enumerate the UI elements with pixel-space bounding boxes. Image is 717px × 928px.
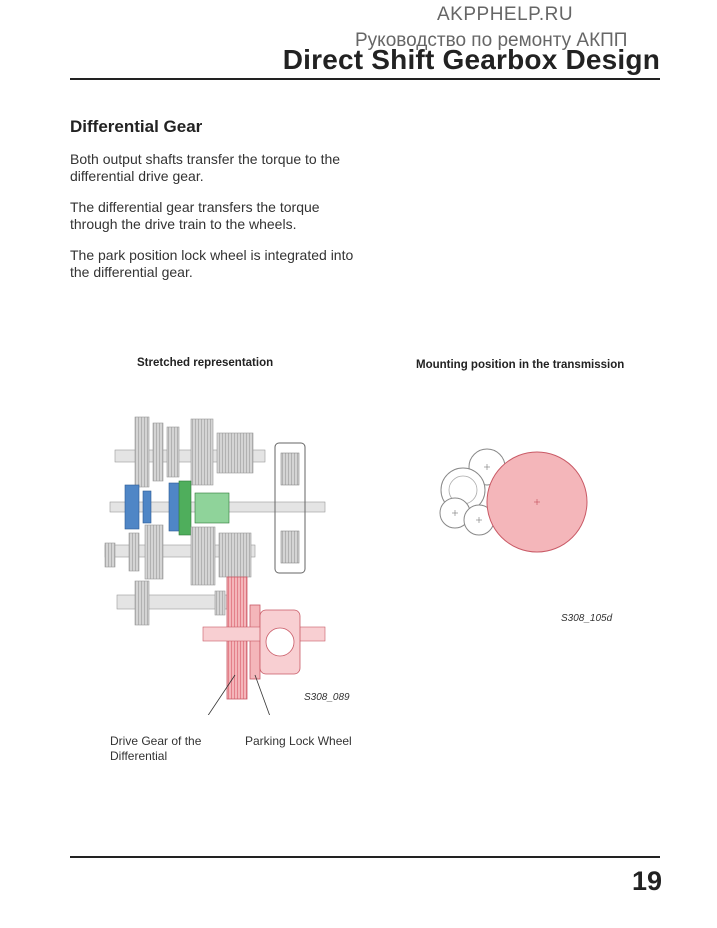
gear-upper-3 [166,426,180,478]
gear-upper-1 [134,416,150,488]
paragraph-drive-train: The differential gear transfers the torq… [70,199,320,232]
header-rule [70,78,660,80]
gear-upper-4 [190,418,214,486]
leader-drive-gear [207,674,236,715]
figure-code-right: S308_105d [561,613,613,624]
page-number: 19 [631,866,662,896]
figure-caption-mounting: Mounting position in the transmission [416,359,625,371]
gear-upper-2 [152,422,164,482]
section-title: Differential Gear [70,117,203,136]
green-shaft [194,492,230,524]
output-shaft [116,594,228,610]
gear-lower-0 [104,542,116,568]
clutch-plate-upper [280,452,300,486]
footer-rule [70,856,660,858]
output-pinion [214,590,226,616]
parking-lock-wheel [249,604,261,680]
paragraph-park-lock: The park position lock wheel is integrat… [70,247,354,280]
gear-lower-1 [128,532,140,572]
label-parking-lock-wheel: Parking Lock Wheel [245,734,352,748]
label-drive-gear: Drive Gear of the Differential [110,734,202,763]
mounting-position-illustration [439,448,588,553]
gear-lower-2 [144,524,164,580]
page-title: Direct Shift Gearbox Design [282,44,660,75]
blue-gear-1 [124,484,140,530]
watermark-subtitle: Руководство по ремонту АКПП [355,30,628,51]
figure-code-left: S308_089 [304,692,350,703]
leader-parking-lock [254,674,270,715]
watermark-site: AKPPHELP.RU [437,4,574,25]
figure-caption-stretched: Stretched representation [137,357,274,369]
gear-lower-4 [218,532,252,578]
output-gear [134,580,150,626]
clutch-plate-lower [280,530,300,564]
gear-upper-5 [216,432,254,474]
stretched-gearbox-illustration [104,416,326,715]
green-gear-1 [178,480,192,536]
differential-center [265,627,295,657]
blue-gear-2 [142,490,152,524]
paragraph-output-shafts: Both output shafts transfer the torque t… [70,151,341,184]
gear-lower-3 [190,526,216,586]
dual-clutch [274,442,306,574]
